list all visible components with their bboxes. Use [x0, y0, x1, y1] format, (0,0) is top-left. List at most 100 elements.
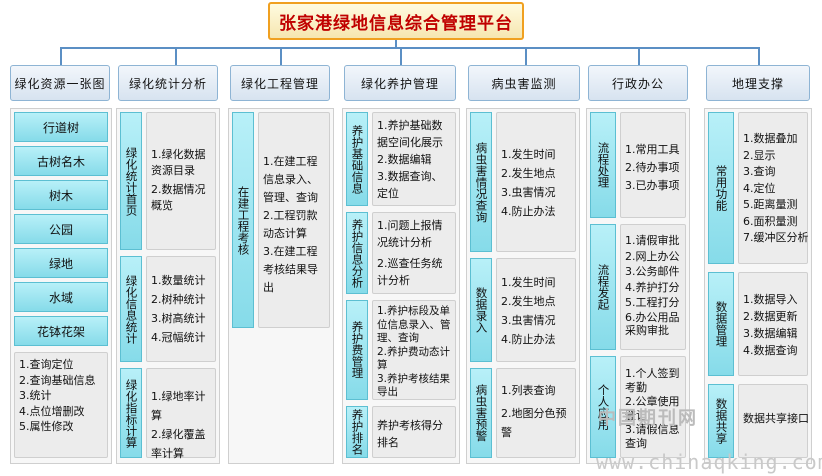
list-item: 1.常用工具: [625, 143, 680, 156]
list-item: 3.公务邮件: [625, 265, 680, 278]
pest-entry-label[interactable]: 数据录入: [470, 258, 492, 362]
stat-home-label[interactable]: 绿化统计首页: [120, 112, 142, 250]
drop-5: [525, 47, 527, 65]
flow-initiate-label[interactable]: 流程发起: [590, 224, 616, 350]
list-item: 4.养护打分: [625, 280, 680, 294]
maint-rank-items: 养护考核得分排名: [372, 406, 456, 458]
list-item: 1.养护标段及单位信息录入、管理、查询: [377, 305, 451, 344]
list-item: 1.数量统计: [151, 274, 206, 287]
watermark-url: www.chinaqking.com: [596, 450, 822, 474]
list-item: 5.工程打分: [625, 296, 680, 309]
list-item: 2.数据编辑: [377, 153, 432, 166]
list-item: 2.工程罚款动态计算: [263, 209, 318, 240]
pest-warning-label[interactable]: 病虫害预警: [470, 368, 492, 458]
header-resource-map[interactable]: 绿化资源一张图: [10, 65, 110, 101]
common-func-label[interactable]: 常用功能: [708, 112, 734, 264]
personal-app-items: 1.个人签到考勤 2.公章使用登记 3.请假信息查询: [620, 356, 686, 458]
list-item: 2.发生地点: [501, 295, 556, 308]
header-engineering[interactable]: 绿化工程管理: [230, 65, 330, 101]
pest-warning-items: 1.列表查询 2.地图分色预警: [496, 368, 576, 458]
function-item: 5.属性修改: [19, 420, 74, 433]
list-item: 3.养护考核结果导出: [377, 372, 451, 399]
maint-basic-label[interactable]: 养护基础信息: [346, 112, 368, 206]
header-office[interactable]: 行政办公: [588, 65, 688, 101]
drop-1: [60, 47, 62, 65]
list-item: 2.数据更新: [743, 310, 798, 323]
list-item: 2.显示: [743, 148, 776, 162]
resource-item[interactable]: 花钵花架: [14, 316, 108, 346]
maint-analysis-label[interactable]: 养护信息分析: [346, 212, 368, 294]
header-maintenance[interactable]: 绿化养护管理: [344, 65, 456, 101]
list-item: 4.数据查询: [743, 344, 798, 357]
watermark-text: 中国期刊网: [598, 408, 698, 429]
list-item: 2.网上办公: [625, 249, 680, 263]
function-item: 3.统计: [19, 389, 52, 402]
maint-fee-items: 1.养护标段及单位信息录入、管理、查询 2.养护费动态计算 3.养护考核结果导出: [372, 300, 456, 400]
resource-item[interactable]: 绿地: [14, 248, 108, 278]
function-item: 4.点位增删改: [19, 404, 85, 418]
flow-process-label[interactable]: 流程处理: [590, 112, 616, 218]
stat-info-items: 1.数量统计 2.树种统计 3.树高统计 4.冠幅统计: [146, 256, 216, 362]
list-item: 3.查询: [743, 165, 776, 178]
list-item: 1.个人签到考勤: [625, 367, 680, 394]
list-item: 2.巡查任务统计分析: [377, 257, 443, 287]
list-item: 数据共享接口: [743, 412, 809, 425]
resource-item[interactable]: 树木: [14, 180, 108, 210]
maint-analysis-items: 1.问题上报情况统计分析 2.巡查任务统计分析: [372, 212, 456, 294]
list-item: 1.数据叠加: [743, 132, 798, 145]
header-pest[interactable]: 病虫害监测: [468, 65, 580, 101]
header-gis[interactable]: 地理支撑: [706, 65, 810, 101]
resource-item[interactable]: 古树名木: [14, 146, 108, 176]
maint-rank-label[interactable]: 养护排名: [346, 406, 368, 458]
drop-7: [758, 47, 760, 65]
stat-info-label[interactable]: 绿化信息统计: [120, 256, 142, 362]
list-item: 4.防止办法: [501, 333, 556, 346]
drop-6: [638, 47, 640, 65]
stat-index-items: 1.绿地率计算 2.绿化覆盖率计算: [146, 368, 216, 460]
drop-4: [400, 47, 402, 65]
list-item: 3.已办事项: [625, 179, 680, 192]
pest-query-items: 1.发生时间 2.发生地点 3.虫害情况 4.防止办法: [496, 112, 576, 252]
list-item: 3.请假信息查询: [625, 423, 680, 450]
list-item: 7.缓冲区分析: [743, 231, 809, 244]
list-item: 3.在建工程考核结果导出: [263, 245, 318, 294]
pest-query-label[interactable]: 病虫害情况查询: [470, 112, 492, 252]
list-item: 2.养护费动态计算: [377, 345, 451, 372]
list-item: 5.距离量测: [743, 198, 798, 211]
list-item: 3.数据查询、定位: [377, 170, 443, 200]
platform-title: 张家港绿地信息综合管理平台: [268, 2, 524, 40]
list-item: 2.公章使用登记: [625, 395, 680, 422]
flow-process-items: 1.常用工具 2.待办事项 3.已办事项: [620, 112, 686, 218]
list-item: 3.虫害情况: [501, 186, 556, 199]
resource-item[interactable]: 行道树: [14, 112, 108, 142]
list-item: 1.问题上报情况统计分析: [377, 219, 443, 249]
stat-index-label[interactable]: 绿化指标计算: [120, 368, 142, 458]
list-item: 1.绿地率计算: [151, 390, 206, 422]
resource-item[interactable]: 水域: [14, 282, 108, 312]
personal-app-label[interactable]: 个人应用: [590, 356, 616, 458]
drop-3: [280, 47, 282, 65]
list-item: 1.请假审批: [625, 234, 680, 247]
list-item: 2.发生地点: [501, 167, 556, 180]
list-item: 3.树高统计: [151, 312, 206, 325]
list-item: 3.虫害情况: [501, 314, 556, 327]
title-stem: [395, 40, 397, 48]
list-item: 2.树种统计: [151, 293, 206, 306]
list-item: 1.绿化数据资源目录: [151, 148, 206, 177]
list-item: 4.冠幅统计: [151, 331, 206, 344]
maint-fee-label[interactable]: 养护费管理: [346, 300, 368, 400]
list-item: 4.防止办法: [501, 205, 556, 218]
project-assessment-items: 1.在建工程信息录入、管理、查询 2.工程罚款动态计算 3.在建工程考核结果导出: [258, 112, 330, 328]
project-assessment-label[interactable]: 在建工程考核: [232, 112, 254, 328]
resource-item[interactable]: 公园: [14, 214, 108, 244]
list-item: 1.数据导入: [743, 293, 798, 306]
list-item: 1.发生时间: [501, 276, 556, 289]
common-func-items: 1.数据叠加 2.显示 3.查询 4.定位 5.距离量测 6.面积量测 7.缓冲…: [738, 112, 809, 264]
list-item: 3.数据编辑: [743, 327, 798, 340]
data-mgmt-label[interactable]: 数据管理: [708, 272, 734, 376]
list-item: 2.绿化覆盖率计算: [151, 428, 206, 460]
data-share-label[interactable]: 数据共享: [708, 384, 734, 458]
data-share-items: 数据共享接口: [738, 384, 809, 458]
header-statistics[interactable]: 绿化统计分析: [118, 65, 218, 101]
function-item: 2.查询基础信息: [19, 373, 96, 387]
